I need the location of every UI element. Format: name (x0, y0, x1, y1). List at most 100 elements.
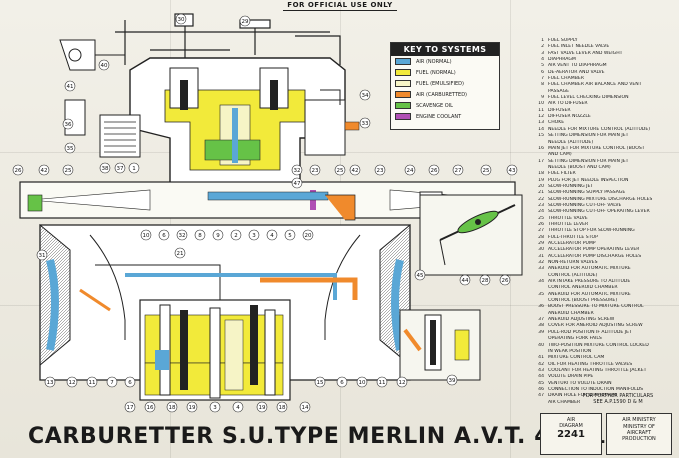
legend-item-text: AIR TO DIFFUSER (548, 101, 588, 107)
legend-item: 23 SLOW-RUNNING CUT-OFF VALVE (532, 203, 677, 209)
svg-text:31: 31 (39, 253, 46, 259)
air-diagram-stamp: AIR DIAGRAM 2241 (540, 413, 602, 455)
legend-item-text: FUEL CHAMBER (548, 76, 584, 82)
key-item-scavenge-oil: SCAVENGE OIL (391, 100, 499, 111)
svg-text:25: 25 (483, 168, 490, 174)
legend-item-number: 29 (538, 241, 544, 246)
svg-text:33: 33 (362, 121, 369, 127)
lower-fuel-chamber (139, 299, 291, 401)
legend-item: NEEDLE (BOOST AND CAM) (532, 165, 677, 171)
svg-text:20: 20 (305, 233, 312, 239)
legend-item-number: 21 (538, 190, 544, 196)
svg-text:1: 1 (132, 166, 136, 172)
svg-text:24: 24 (407, 168, 414, 174)
legend-item-text: SLOW-RUNNING SUPPLY PASSAGE (548, 190, 626, 196)
air-ministry-stamp: AIR MINISTRY MINISTRY OF AIRCRAFT PRODUC… (606, 413, 672, 455)
legend-item-text: DIFFUSER NOZZLE (548, 114, 591, 120)
legend-item-text: NEEDLE (BOOST AND CAM) (548, 164, 611, 170)
svg-text:9: 9 (216, 233, 220, 239)
callout-labels: 30 29 40 41 36 35 38 37 1 34 33 32 47 26… (12, 13, 518, 413)
legend-item-number: 23 (538, 202, 544, 208)
legend-item-text: VOLUTE DRAIN PIPE (548, 374, 594, 380)
svg-text:37: 37 (117, 166, 124, 172)
legend-item-number: 11 (538, 107, 544, 113)
throttle-body (19, 181, 516, 221)
svg-text:23: 23 (312, 168, 319, 174)
legend-item: ANEROID CHAMBER (532, 311, 677, 317)
legend-item-number: 43 (538, 367, 544, 373)
legend-item-number: 45 (538, 380, 544, 386)
legend-item-number: 37 (538, 317, 544, 323)
legend-item-text: ANEROID ADJUSTING SCREW (548, 317, 615, 323)
legend-item: 11 DIFFUSER (532, 108, 677, 114)
legend-item-number: 16 (538, 145, 544, 151)
svg-text:18: 18 (279, 405, 286, 411)
official-use-banner: FOR OFFICIAL USE ONLY (255, 0, 425, 11)
legend-item: AIR CHAMBER (532, 400, 677, 406)
svg-text:13: 13 (47, 380, 54, 386)
legend-item-number: 27 (538, 228, 544, 234)
legend-item-number: 4 (541, 57, 544, 63)
diagram-number: 2241 (557, 429, 585, 440)
legend-item-number: 42 (538, 361, 544, 367)
legend-item-text: ACCELERATOR PUMP DISCHARGE HOLES (548, 253, 642, 259)
legend-item-text: PASSAGE (548, 88, 570, 94)
svg-text:19: 19 (189, 405, 196, 411)
upper-fuel-chamber (129, 57, 346, 186)
legend-item-text: ANEROID CHAMBER (548, 310, 594, 316)
svg-text:5: 5 (288, 233, 292, 239)
legend-item-text: DIFFUSER (548, 107, 571, 113)
legend-item-text: THROTTLE VALVE (548, 215, 588, 221)
svg-text:8: 8 (198, 233, 202, 239)
legend-item-number: 31 (538, 253, 544, 259)
legend-item-number: 5 (541, 63, 544, 69)
legend-item-number: 1 (541, 38, 544, 43)
legend-item: 27 THROTTLE STOP FOR SLOW-RUNNING (532, 228, 677, 234)
legend-item-text: NON-RETURN VALVES (548, 260, 598, 266)
svg-text:17: 17 (127, 405, 134, 411)
legend-item: 37 ANEROID ADJUSTING SCREW (532, 317, 677, 323)
legend-item: 32 NON-RETURN VALVES (532, 260, 677, 266)
svg-text:4: 4 (270, 233, 274, 239)
legend-item-number: 47 (538, 393, 544, 399)
legend-item: CONTROL (BOOST PRESSURE) (532, 298, 677, 304)
legend-item: PASSAGE (532, 89, 677, 95)
swatch-fuel-emulsified (395, 80, 411, 87)
legend-item-number (532, 400, 544, 406)
legend-item-text: FUEL FILTER (548, 171, 576, 177)
key-title: KEY TO SYSTEMS (391, 43, 499, 56)
legend-item-text: VENTURI TO VOLUTE DRAIN (548, 380, 612, 386)
swatch-fuel-normal (395, 69, 411, 76)
legend-item-text: FULL-THROTTLE STOP (548, 234, 598, 240)
legend-item-number: 32 (538, 260, 544, 266)
legend-item-text: THROTTLE STOP FOR SLOW-RUNNING (548, 228, 635, 234)
swatch-engine-coolant (395, 113, 411, 120)
svg-text:12: 12 (399, 380, 406, 386)
svg-text:42: 42 (352, 168, 359, 174)
legend-item-text: AIR INTAKE PRESSURE TO ALTITUDE (548, 279, 631, 285)
svg-text:10: 10 (359, 380, 366, 386)
svg-text:12: 12 (69, 380, 76, 386)
swatch-scavenge-oil (395, 102, 411, 109)
legend-item-text: SLOW-RUNNING CUT-OFF VALVE (548, 202, 622, 208)
legend-item-text: ACCELERATOR PUMP OPERATING LEVER (548, 247, 640, 253)
legend-item-text: FUEL CHAMBER AIR BALANCE AND VENT (548, 82, 642, 88)
legend-item-number: 15 (538, 133, 544, 139)
legend-item-text: DE-AERATOR AND VALVE (548, 69, 605, 75)
legend-item-number: 9 (541, 95, 544, 101)
